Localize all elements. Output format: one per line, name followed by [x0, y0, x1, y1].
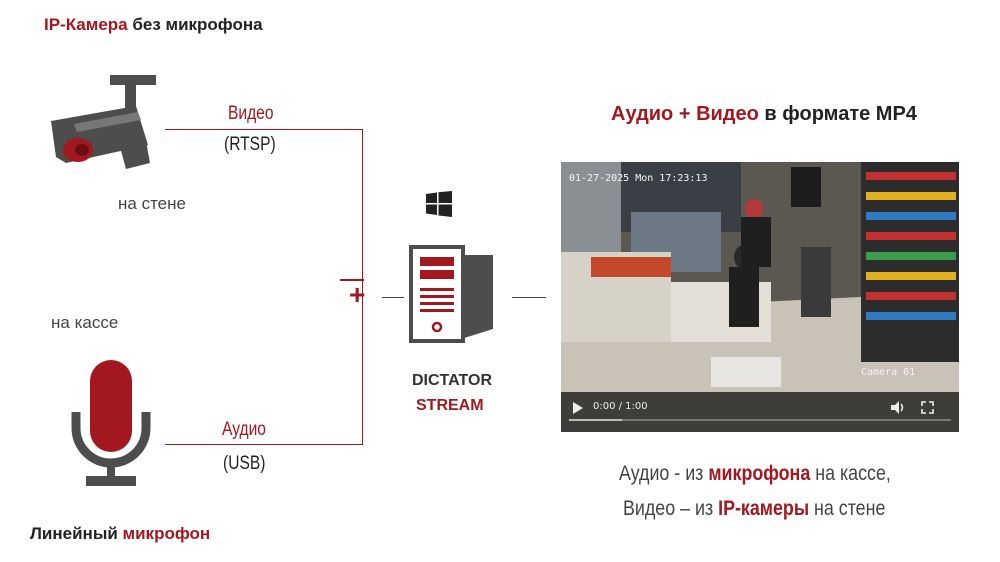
camera-location: на стене — [118, 194, 186, 213]
audio-link-protocol: (USB) — [223, 453, 266, 474]
video-progress-fill — [569, 419, 623, 421]
plus-dash-left — [340, 279, 364, 281]
mic-title-highlight: микрофон — [122, 524, 211, 543]
video-controls: 0:00 / 1:00 — [561, 392, 959, 432]
server-input-dash — [382, 297, 404, 298]
caption-line-2: Видео – из IP-камеры на стене — [623, 497, 885, 521]
play-icon[interactable] — [573, 402, 583, 414]
audio-link-label: Аудио — [222, 419, 266, 440]
caption-line-1-b: микрофона — [708, 462, 811, 485]
windows-logo-icon — [426, 191, 452, 217]
volume-icon[interactable] — [891, 401, 905, 414]
fullscreen-icon[interactable] — [921, 401, 934, 414]
camera-title-highlight: IP-Камера — [44, 15, 128, 34]
caption-line-1-c: на кассе, — [815, 462, 891, 485]
mic-location: на кассе — [51, 313, 119, 332]
video-player[interactable]: 01-27-2025 Mon 17:23:13 Camera 01 0:00 /… — [561, 162, 959, 432]
output-title-rest: в формате MP4 — [764, 103, 917, 125]
caption-line-2-c: на стене — [814, 497, 886, 520]
vertical-connector-line — [362, 129, 363, 445]
video-camera-label: Camera 01 — [861, 367, 916, 378]
camera-title: IP-Камера без микрофона — [44, 15, 263, 35]
caption-line-2-a: Видео – из — [623, 497, 714, 520]
video-frame-store-scene — [561, 162, 959, 432]
microphone-icon — [71, 360, 151, 486]
plus-sign: + — [349, 279, 366, 310]
camera-title-rest: без микрофона — [132, 15, 263, 34]
video-time: 0:00 / 1:00 — [593, 401, 648, 412]
video-connector-line — [165, 129, 363, 130]
audio-connector-line — [165, 444, 363, 445]
mic-title: Линейный микрофон — [30, 524, 210, 544]
output-title-highlight: Аудио + Видео — [611, 103, 759, 125]
video-link-protocol: (RTSP) — [224, 134, 276, 155]
caption-line-1-a: Аудио - из — [619, 462, 704, 485]
server-name: DICTATOR — [412, 372, 492, 389]
video-progress-bar[interactable] — [569, 419, 951, 421]
server-product: STREAM — [416, 397, 484, 414]
caption-line-2-b: IP-камеры — [718, 497, 810, 520]
server-output-dash — [512, 297, 546, 298]
cctv-camera-icon — [51, 75, 156, 169]
mic-title-rest: Линейный — [30, 524, 118, 543]
server-tower-icon — [409, 245, 493, 343]
video-link-label: Видео — [228, 103, 274, 124]
caption-line-1: Аудио - из микрофона на кассе, — [619, 462, 891, 486]
video-timestamp: 01-27-2025 Mon 17:23:13 — [569, 173, 708, 184]
output-title: Аудио + Видео в формате MP4 — [611, 103, 917, 126]
